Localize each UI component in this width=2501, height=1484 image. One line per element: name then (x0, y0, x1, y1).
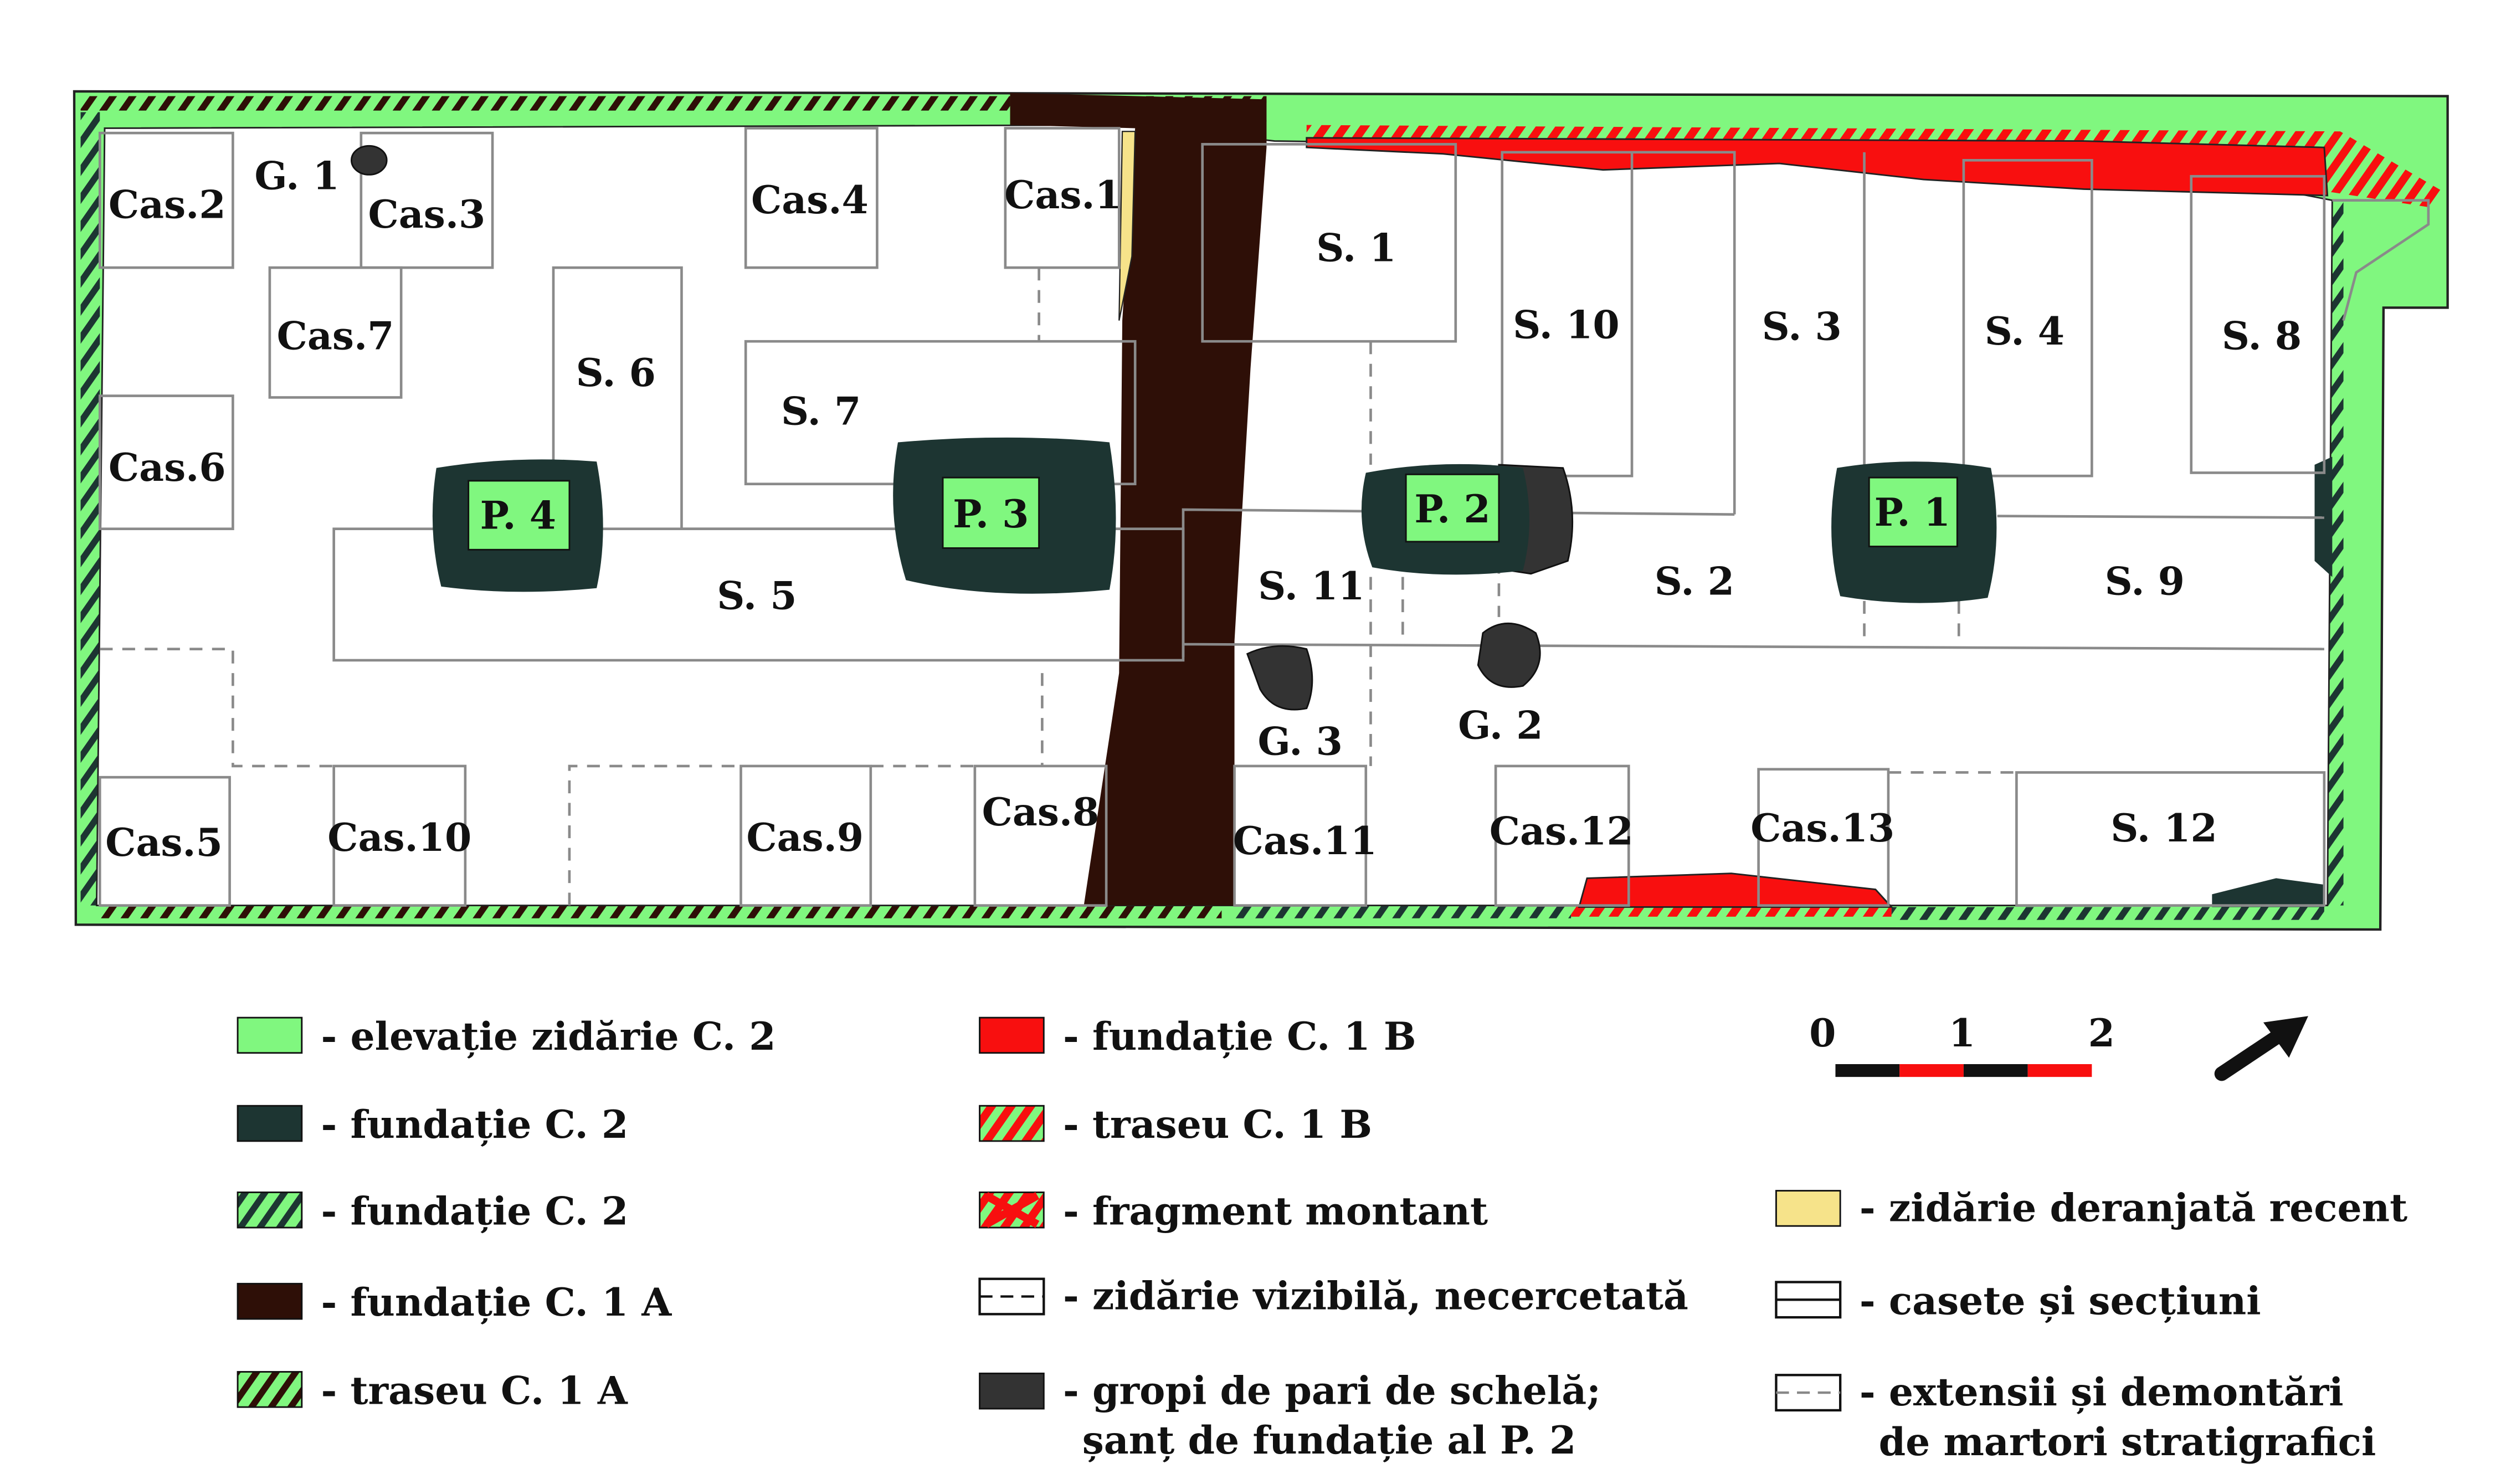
label-p3: P. 3 (953, 492, 1029, 537)
pit-g3 (1246, 645, 1313, 711)
label-cas11: Cas.11 (1233, 819, 1377, 864)
legend-label: - fundație C. 1 A (321, 1280, 672, 1325)
pillar-p4 (468, 480, 571, 551)
label-s7: S. 7 (781, 389, 861, 434)
label-s10: S. 10 (1513, 302, 1620, 347)
legend-label: - fundație C. 2 (321, 1189, 629, 1234)
plan-labels: Cas.1 Cas.2 Cas.3 Cas.4 Cas.5 Cas.6 Cas.… (105, 153, 2302, 865)
scale-tick-0: 0 (1809, 1011, 1836, 1056)
legend-label: - fragment montant (1063, 1189, 1488, 1234)
legend-swatch-dashed-double-box (1775, 1374, 1842, 1412)
legend-label: - zidărie vizibilă, necercetată (1063, 1274, 1688, 1319)
legend-swatch-green (237, 1016, 303, 1054)
label-cas2: Cas.2 (109, 182, 226, 227)
scale-tick-1: 1 (1949, 1011, 1975, 1056)
legend-swatch-brown-hatch (237, 1371, 303, 1408)
label-cas1: Cas.1 (1004, 173, 1122, 218)
label-s11: S. 11 (1258, 564, 1365, 609)
label-p4: P. 4 (480, 494, 556, 538)
sectiuni-outlines (332, 143, 2430, 662)
north-arrow-icon (2214, 1016, 2308, 1081)
label-cas5: Cas.5 (105, 820, 223, 865)
legend-label: - extensii și demontări (1860, 1370, 2344, 1415)
label-cas9: Cas.9 (746, 815, 864, 860)
label-p2: P. 2 (1414, 487, 1490, 532)
pillar-p1 (1868, 476, 1958, 547)
label-s9: S. 9 (2105, 559, 2185, 604)
legend-label: - casete și secțiuni (1860, 1278, 2261, 1323)
legend-swatch-yellow (1775, 1190, 1841, 1227)
dashed-extensions (100, 268, 2017, 906)
label-s3: S. 3 (1762, 304, 1842, 349)
legend-label: - traseu C. 1 B (1063, 1102, 1372, 1147)
legend-swatch-red-cross (979, 1192, 1045, 1229)
label-cas8: Cas.8 (982, 790, 1100, 835)
pit-g2 (1477, 623, 1541, 688)
pit-g1 (351, 145, 388, 176)
casete-outlines (98, 127, 2326, 907)
label-cas3: Cas.3 (368, 192, 486, 237)
legend-swatch-red (979, 1016, 1045, 1054)
label-p1: P. 1 (1875, 490, 1950, 535)
foundation-c1b-bottom (1578, 872, 1894, 908)
label-s8: S. 8 (2222, 314, 2302, 359)
label-cas10: Cas.10 (327, 815, 471, 860)
label-cas6: Cas.6 (109, 445, 226, 490)
legend-label-cont: șanț de fundație al P. 2 (1082, 1418, 1576, 1463)
label-s6: S. 6 (576, 351, 656, 396)
legend-swatch-green-hatch (237, 1192, 303, 1229)
legend-label-cont: de martori stratigrafici (1879, 1420, 2376, 1465)
label-g3: G. 3 (1257, 720, 1342, 764)
foundation-c2-fragment (2212, 878, 2324, 907)
legend-label: - fundație C. 2 (321, 1102, 629, 1147)
label-cas4: Cas.4 (751, 178, 869, 223)
scale-bar: 0 1 2 (1809, 1011, 2115, 1077)
label-g2: G. 2 (1458, 704, 1543, 748)
label-cas13: Cas.13 (1750, 806, 1894, 851)
pillar-p3 (942, 476, 1040, 549)
legend-swatch-dark-green (237, 1105, 303, 1142)
label-cas7: Cas.7 (277, 314, 394, 359)
legend-swatch-double-line-box (1775, 1281, 1842, 1319)
legend-label: - traseu C. 1 A (321, 1368, 628, 1413)
legend-label: - gropi de pari de schelă; (1063, 1368, 1601, 1413)
label-g1: G. 1 (254, 153, 339, 198)
legend-label: - elevație zidărie C. 2 (321, 1014, 776, 1059)
legend-label: - fundație C. 1 B (1063, 1014, 1416, 1059)
label-s12: S. 12 (2110, 806, 2217, 851)
legend-label: - zidărie deranjată recent (1860, 1186, 2407, 1231)
legend-swatch-red-hatch (979, 1105, 1045, 1142)
legend-swatch-dashed-box (978, 1277, 1045, 1316)
label-s4: S. 4 (1985, 309, 2065, 354)
legend: - elevație zidărie C. 2 - fundație C. 2 … (237, 1014, 2407, 1465)
scale-tick-2: 2 (2088, 1011, 2115, 1056)
label-s1: S. 1 (1316, 226, 1396, 271)
legend-swatch-brown (237, 1282, 303, 1320)
legend-swatch-gray (979, 1372, 1045, 1410)
label-s5: S. 5 (717, 573, 797, 618)
pillar-p2 (1405, 473, 1500, 543)
label-cas12: Cas.12 (1490, 809, 1634, 854)
label-s2: S. 2 (1655, 559, 1734, 604)
